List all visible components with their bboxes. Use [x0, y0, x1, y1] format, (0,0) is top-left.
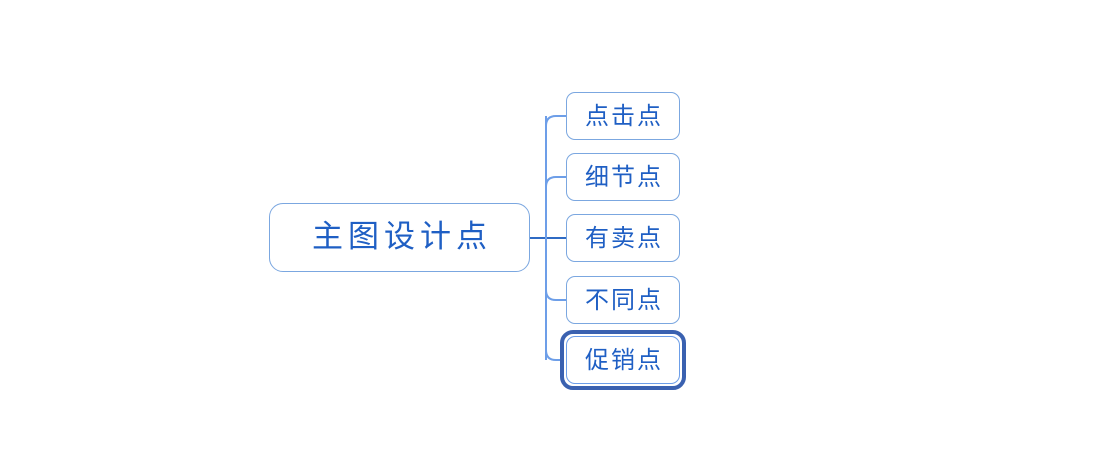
connector-to-child-1 — [545, 115, 566, 127]
child-node-3-label: 有卖点 — [585, 224, 663, 252]
child-node-1-label: 点击点 — [585, 102, 663, 130]
child-node-5-label: 促销点 — [585, 346, 663, 374]
child-node-4-label: 不同点 — [585, 286, 663, 314]
connector-to-child-5 — [545, 349, 560, 361]
connector-to-child-4 — [545, 289, 566, 301]
root-node[interactable]: 主图设计点 — [269, 203, 530, 272]
child-node-3[interactable]: 有卖点 — [566, 214, 680, 262]
child-node-2-label: 细节点 — [585, 163, 663, 191]
child-node-4[interactable]: 不同点 — [566, 276, 680, 324]
connector-to-child-2 — [545, 176, 566, 188]
child-node-5[interactable]: 促销点 — [566, 336, 680, 384]
root-node-label: 主图设计点 — [312, 219, 492, 255]
child-node-1[interactable]: 点击点 — [566, 92, 680, 140]
child-node-2[interactable]: 细节点 — [566, 153, 680, 201]
